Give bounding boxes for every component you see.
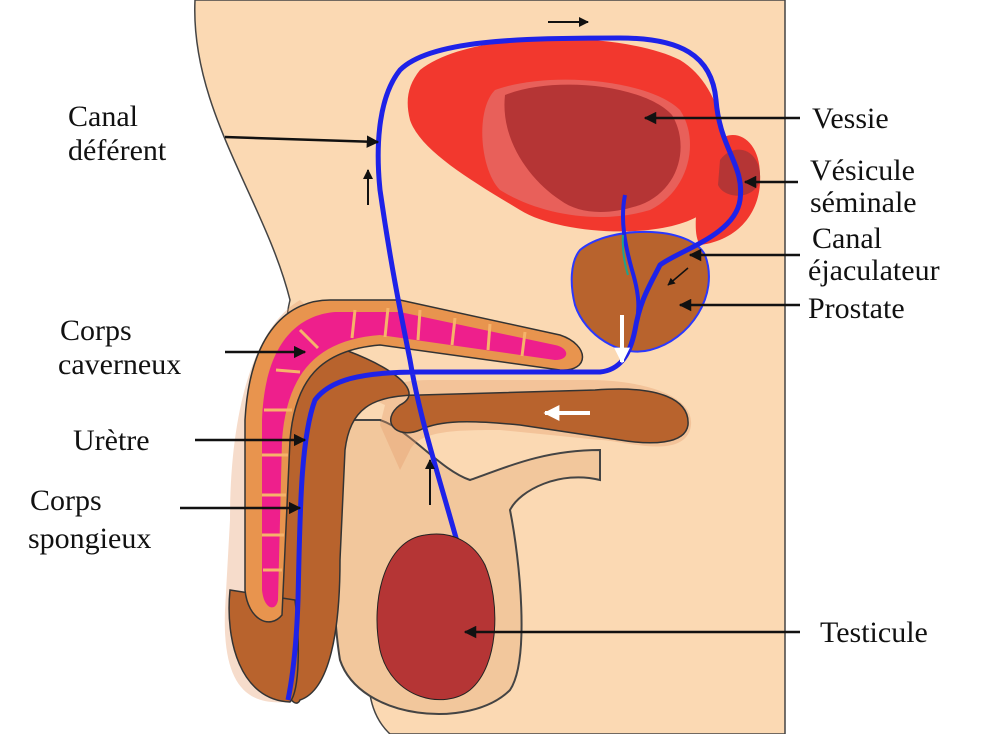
label-canal-deferent-1: Canal [68,100,138,133]
label-corps-caverneux-1: Corps [60,314,132,347]
label-vessie: Vessie [812,102,889,135]
label-canal-ejaculateur-1: Canal [812,222,882,255]
label-corps-spongieux-1: Corps [30,484,102,517]
label-corps-spongieux-2: spongieux [28,522,151,555]
label-vesicule-1: Vésicule [810,154,915,187]
label-canal-ejaculateur-2: éjaculateur [808,254,940,287]
testicule [377,534,495,700]
label-corps-caverneux-2: caverneux [58,348,181,381]
label-testicule: Testicule [820,616,928,649]
label-vesicule-2: séminale [810,186,917,219]
label-prostate: Prostate [808,292,905,325]
label-uretre: Urètre [73,424,150,457]
label-canal-deferent-2: déférent [68,134,167,167]
